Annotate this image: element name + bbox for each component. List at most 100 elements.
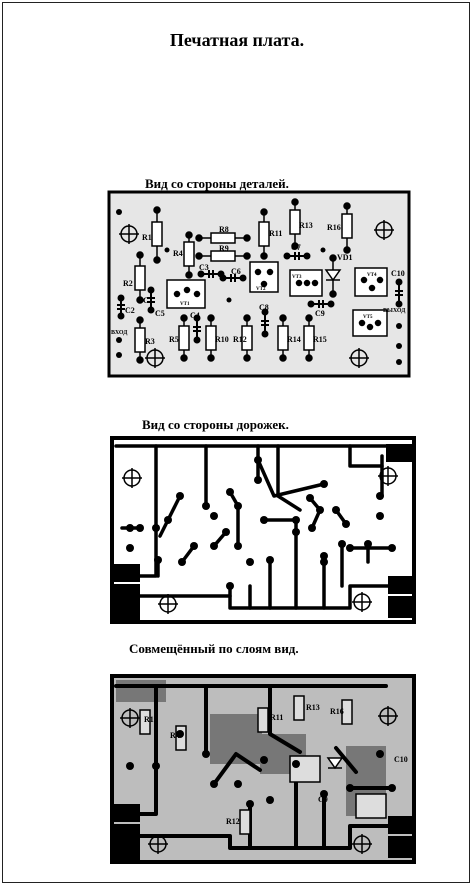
mounting-hole-icon <box>374 220 394 240</box>
label-r3: R3 <box>145 337 155 346</box>
page-title: Печатная плата. <box>169 30 305 50</box>
tracks-caption: Вид со стороны дорожек. <box>142 417 289 432</box>
diode-vd1 <box>326 757 344 770</box>
resistor-r10 <box>205 314 217 362</box>
transistor <box>355 793 387 819</box>
label-r15: R15 <box>313 335 327 344</box>
mounting-hole-icon <box>352 592 372 612</box>
transistor-vt2 <box>249 261 279 293</box>
mounting-hole-icon <box>120 708 140 728</box>
resistor-r16 <box>341 202 353 254</box>
resistor-r4 <box>175 725 187 751</box>
combined-caption: Совмещённый по слоям вид. <box>129 641 299 656</box>
mounting-hole-icon <box>352 834 372 854</box>
copper-pads-left <box>114 804 140 860</box>
combined-board: R1 R4 R11 R13 R16 R12 C9 C10 <box>110 674 416 864</box>
label-vt1: VT1 <box>180 302 190 307</box>
label-c9: C9 <box>315 309 325 318</box>
label-c4: C4 <box>190 311 200 320</box>
solder-pads <box>126 456 396 590</box>
label-c10: C10 <box>391 269 405 278</box>
resistor-r13 <box>293 695 305 721</box>
label-output: ВЫХОД <box>383 308 406 314</box>
capacitor-c1 <box>147 286 155 314</box>
capacitor-c8 <box>261 308 269 338</box>
label-r11: R11 <box>269 229 282 238</box>
connector-pads <box>116 209 402 365</box>
label-c5: C5 <box>155 309 165 318</box>
mounting-hole-icon <box>145 348 165 368</box>
resistor-r11 <box>257 707 269 733</box>
mounting-hole-icon <box>378 706 398 726</box>
label-input: ВХОД <box>111 330 128 336</box>
label-r12: R12 <box>226 817 240 826</box>
resistor-r12 <box>239 809 251 835</box>
resistor-r9 <box>195 250 251 262</box>
resistor-r14 <box>277 314 289 362</box>
resistor-r8 <box>195 232 251 244</box>
capacitor-c4 <box>193 314 201 344</box>
label-r1: R1 <box>144 715 154 724</box>
label-vt2: VT2 <box>256 287 266 292</box>
mounting-hole-icon <box>349 348 369 368</box>
label-vt4: VT4 <box>367 273 377 278</box>
capacitor-c6 <box>219 274 247 282</box>
label-r4: R4 <box>173 249 183 258</box>
label-r2: R2 <box>123 279 133 288</box>
components-caption: Вид со стороны деталей. <box>145 176 289 191</box>
capacitor-c2 <box>117 294 125 320</box>
component-side-board: R1 R4 R2 R8 R9 R11 R13 R16 R3 R5 R10 R12… <box>107 190 411 378</box>
resistor-r5 <box>178 314 190 362</box>
label-c3: C3 <box>199 263 209 272</box>
label-r14: R14 <box>287 335 301 344</box>
resistor-r3 <box>134 316 146 364</box>
label-vd1: VD1 <box>337 253 353 262</box>
label-c8: C8 <box>259 303 269 312</box>
capacitor-c7 <box>283 252 311 260</box>
label-c9: C9 <box>318 795 328 804</box>
track-side-board <box>110 436 416 624</box>
label-r4: R4 <box>170 731 180 740</box>
label-r5: R5 <box>169 335 179 344</box>
resistor-r4 <box>183 231 195 279</box>
label-r1: R1 <box>142 233 152 242</box>
resistor-r13 <box>289 198 301 250</box>
label-vt5: VT5 <box>363 315 373 320</box>
label-r8: R8 <box>219 225 229 234</box>
label-c10: C10 <box>394 755 408 764</box>
capacitor-c10 <box>395 278 403 308</box>
label-r9: R9 <box>219 244 229 253</box>
capacitor-c9 <box>307 300 335 308</box>
label-r12: R12 <box>233 335 247 344</box>
transistor <box>289 755 321 783</box>
solder-pads <box>126 730 396 812</box>
label-c1: C1 <box>143 296 153 305</box>
label-r16: R16 <box>327 223 341 232</box>
transistor-vt4 <box>354 267 388 297</box>
resistor-r16 <box>341 699 353 725</box>
label-vt3: VT3 <box>292 275 302 280</box>
transistor-vt5 <box>352 309 388 337</box>
resistor-r12 <box>241 314 253 362</box>
transistor-vt3 <box>289 269 323 297</box>
label-c2: C2 <box>125 306 135 315</box>
resistor-r1 <box>151 206 163 264</box>
copper-pads-right <box>388 816 412 858</box>
resistor-r15 <box>303 314 315 362</box>
mounting-hole-icon <box>122 468 142 488</box>
resistor-r11 <box>258 208 270 260</box>
label-r13: R13 <box>299 221 313 230</box>
diode-vd1 <box>324 254 342 298</box>
resistor-r1 <box>139 709 151 735</box>
label-r13: R13 <box>306 703 320 712</box>
resistor-r2 <box>134 251 146 304</box>
label-c7: C7 <box>291 243 301 252</box>
label-r10: R10 <box>215 335 229 344</box>
label-c6: C6 <box>231 267 241 276</box>
label-r11: R11 <box>270 713 283 722</box>
copper-pads-right <box>386 444 412 618</box>
label-r16: R16 <box>330 707 344 716</box>
transistor-vt1 <box>166 279 206 309</box>
mounting-hole-icon <box>119 224 139 244</box>
